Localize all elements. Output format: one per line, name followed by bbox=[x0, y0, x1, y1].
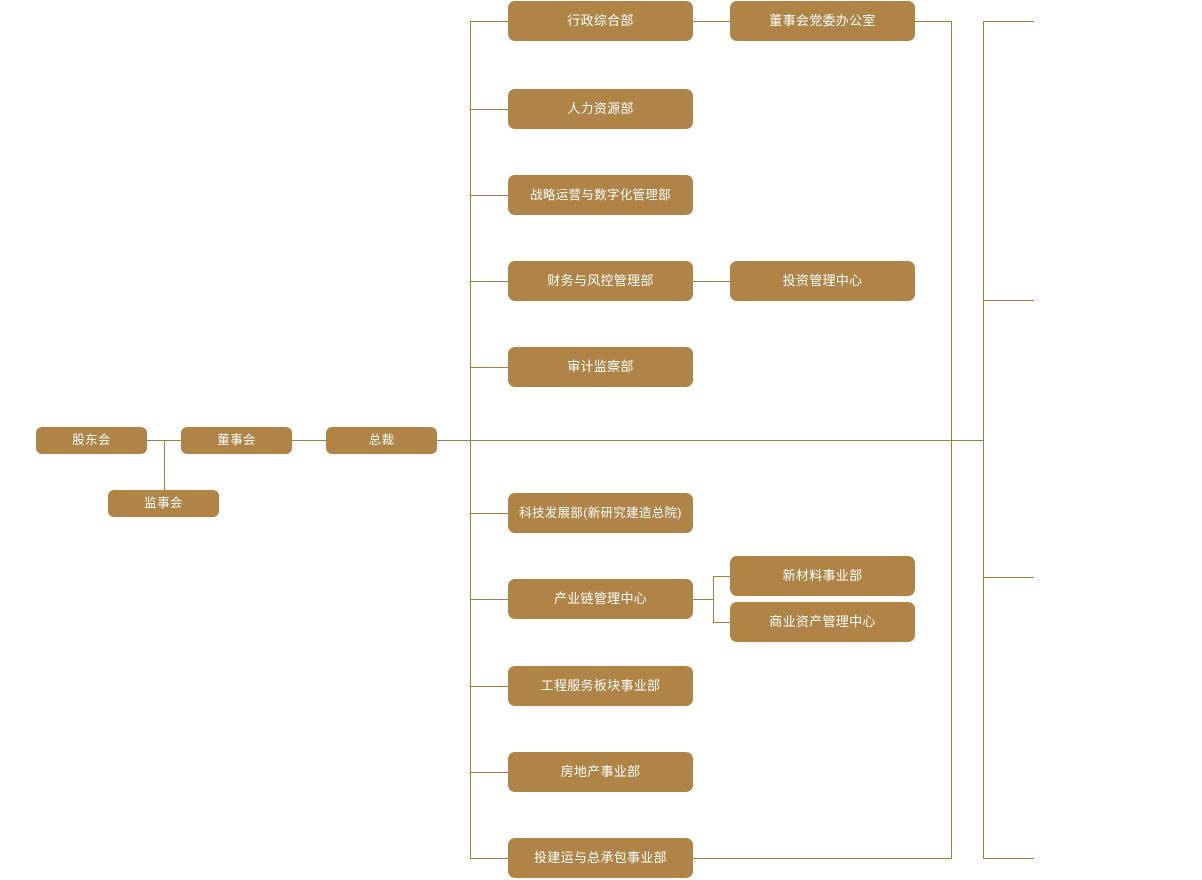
node-investment[interactable]: 投资管理中心 bbox=[730, 261, 915, 301]
connector-junction-to-supervisors bbox=[164, 440, 165, 504]
node-label: 总裁 bbox=[368, 433, 395, 447]
node-investment-build[interactable]: 投建运与总承包事业部 bbox=[508, 838, 693, 878]
node-new-materials[interactable]: 新材料事业部 bbox=[730, 556, 915, 596]
node-label: 商业资产管理中心 bbox=[769, 614, 876, 630]
node-engineering[interactable]: 工程服务板块事业部 bbox=[508, 666, 693, 706]
inner-bracket-rail bbox=[951, 21, 952, 859]
branch-stub-finance bbox=[470, 281, 508, 282]
branch-stub-industry-chain bbox=[470, 599, 508, 600]
node-label: 新材料事业部 bbox=[782, 568, 863, 584]
node-supervisors[interactable]: 监事会 bbox=[108, 490, 219, 517]
connector-president-to-rail bbox=[437, 440, 471, 441]
branch-stub-engineering bbox=[470, 686, 508, 687]
node-label: 投资管理中心 bbox=[782, 273, 863, 289]
outer-bracket-mid-upper-stub bbox=[983, 300, 1034, 301]
connector-bracket-to-commercial-assets bbox=[713, 622, 730, 623]
outer-bracket-bottom-stub bbox=[983, 858, 1034, 859]
connector-rail-to-outer-bracket bbox=[470, 440, 984, 441]
node-industry-chain[interactable]: 产业链管理中心 bbox=[508, 579, 693, 619]
node-president[interactable]: 总裁 bbox=[326, 427, 437, 454]
node-label: 监事会 bbox=[144, 496, 183, 510]
branch-stub-real-estate bbox=[470, 772, 508, 773]
node-label: 审计监察部 bbox=[567, 359, 634, 375]
connector-bracket-to-new-materials bbox=[713, 576, 730, 577]
inner-bracket-bottom-stub bbox=[693, 858, 952, 859]
connector-board-to-president bbox=[291, 440, 327, 441]
outer-bracket-top-stub bbox=[983, 21, 1034, 22]
branch-stub-investment-build bbox=[470, 858, 508, 859]
connector-industry-chain-stem bbox=[693, 599, 713, 600]
node-finance[interactable]: 财务与风控管理部 bbox=[508, 261, 693, 301]
node-label: 投建运与总承包事业部 bbox=[533, 850, 667, 866]
node-strategy[interactable]: 战略运营与数字化管理部 bbox=[508, 175, 693, 215]
node-real-estate[interactable]: 房地产事业部 bbox=[508, 752, 693, 792]
node-admin[interactable]: 行政综合部 bbox=[508, 1, 693, 41]
node-tech[interactable]: 科技发展部(新研究建造总院) bbox=[508, 493, 693, 533]
connector-finance-to-investment bbox=[693, 281, 730, 282]
node-label: 房地产事业部 bbox=[560, 764, 641, 780]
node-commercial-assets[interactable]: 商业资产管理中心 bbox=[730, 602, 915, 642]
node-label: 科技发展部(新研究建造总院) bbox=[519, 505, 682, 520]
inner-bracket-top-stub bbox=[915, 21, 952, 22]
node-label: 产业链管理中心 bbox=[553, 591, 648, 607]
node-audit[interactable]: 审计监察部 bbox=[508, 347, 693, 387]
branch-stub-admin bbox=[470, 21, 508, 22]
connector-industry-chain-bracket bbox=[713, 576, 714, 623]
node-label: 行政综合部 bbox=[567, 13, 634, 29]
node-board[interactable]: 董事会 bbox=[181, 427, 292, 454]
node-label: 工程服务板块事业部 bbox=[540, 678, 661, 694]
branch-stub-hr bbox=[470, 109, 508, 110]
node-label: 人力资源部 bbox=[567, 101, 634, 117]
node-board-party-office[interactable]: 董事会党委办公室 bbox=[730, 1, 915, 41]
node-label: 董事会党委办公室 bbox=[769, 13, 876, 29]
node-label: 战略运营与数字化管理部 bbox=[530, 187, 671, 202]
node-label: 董事会 bbox=[217, 433, 256, 447]
node-label: 股东会 bbox=[72, 433, 111, 447]
node-hr[interactable]: 人力资源部 bbox=[508, 89, 693, 129]
node-label: 财务与风控管理部 bbox=[547, 273, 654, 289]
branch-stub-audit bbox=[470, 367, 508, 368]
outer-bracket-mid-lower-stub bbox=[983, 577, 1034, 578]
branch-stub-tech bbox=[470, 513, 508, 514]
connector-admin-to-party-office bbox=[693, 21, 730, 22]
node-shareholders[interactable]: 股东会 bbox=[36, 427, 147, 454]
branch-stub-strategy bbox=[470, 195, 508, 196]
outer-bracket-rail bbox=[983, 21, 984, 859]
